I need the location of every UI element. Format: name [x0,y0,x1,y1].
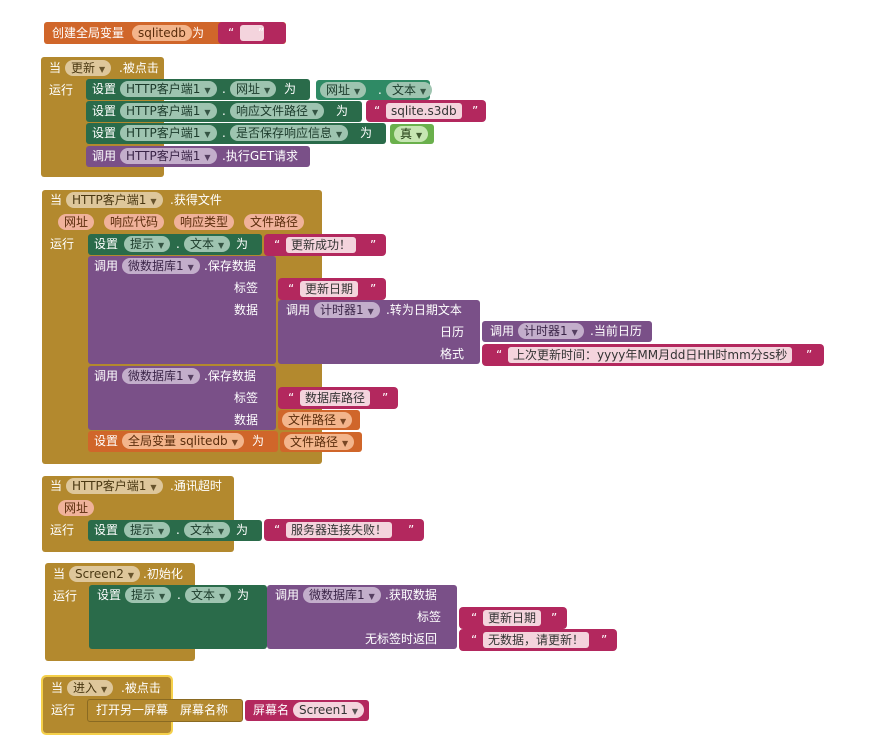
value-label: 数据 [234,303,259,317]
http-client-selector[interactable]: HTTP客户端1▼ [120,81,217,97]
get-file-path-block[interactable]: 文件路径▼ [278,410,360,430]
boolean-selector[interactable]: 真▼ [394,126,429,142]
file-path-variable[interactable]: 文件路径▼ [282,412,353,428]
event-name: .初始化 [143,567,183,581]
set-label-text-block[interactable]: 设置 提示▼ . 文本▼ 为 [88,234,262,255]
method-name: .转为日期文本 [386,303,462,317]
text-property-selector[interactable]: 文本▼ [184,522,231,538]
true-boolean-block[interactable]: 真▼ [390,124,434,144]
update-date-tag-literal[interactable]: “ 更新日期 ” [278,278,386,300]
method-name: .执行GET请求 [222,149,299,163]
event-name: .获得文件 [170,193,222,207]
param-file-path[interactable]: 文件路径 [244,214,305,230]
tinydb-selector[interactable]: 微数据库1▼ [122,368,200,384]
label-selector[interactable]: 提示▼ [125,587,172,603]
store-value-date-block[interactable]: 调用 微数据库1▼ .保存数据 标签 数据 [88,256,276,364]
open-another-screen-block[interactable]: 打开另一屏幕 屏幕名称 [87,699,243,722]
sqlite-filename-literal[interactable]: “ sqlite.s3db ” [366,100,486,122]
property-selector[interactable]: 响应文件路径▼ [230,103,325,119]
global-variable-block[interactable]: 创建全局变量 sqlitedb 为 “ ” [44,22,286,44]
event-name: .被点击 [121,681,161,695]
event-name: .被点击 [119,61,159,75]
call-get-request-block[interactable]: 调用 HTTP客户端1▼ .执行GET请求 [86,146,310,167]
success-text-literal[interactable]: “ 更新成功！ ” [264,234,386,256]
text-property-selector[interactable]: 文本▼ [386,82,433,98]
db-path-tag-value[interactable]: 数据库路径 [300,390,371,406]
global-variable-name[interactable]: sqlitedb [132,25,192,41]
method-name: .获取数据 [385,588,437,602]
date-pattern-value[interactable]: 上次更新时间：yyyy年MM月dd日HH时mm分ss秒 [508,347,793,363]
method-name: .保存数据 [204,369,256,383]
clock-selector[interactable]: 计时器1▼ [518,323,584,339]
clock-selector[interactable]: 计时器1▼ [314,302,380,318]
url-textbox-selector[interactable]: 网址▼ [320,82,367,98]
http-client-selector[interactable]: HTTP客户端1▼ [66,478,163,494]
set-label-text-block[interactable]: 设置 提示▼ . 文本▼ 为 [88,520,262,541]
format-date-call-block[interactable]: 调用 计时器1▼ .转为日期文本 日历 格式 [278,300,480,364]
text-property-selector[interactable]: 文本▼ [184,236,231,252]
db-path-tag-literal[interactable]: “ 数据库路径 ” [278,387,398,409]
get-file-path-block[interactable]: 文件路径▼ [280,432,362,452]
value-label: 数据 [234,413,259,427]
store-value-path-block[interactable]: 调用 微数据库1▼ .保存数据 标签 数据 [88,366,276,430]
update-date-tag-value[interactable]: 更新日期 [300,281,359,297]
http-client-selector[interactable]: HTTP客户端1▼ [120,148,217,164]
get-value-call-block[interactable]: 调用 微数据库1▼ .获取数据 标签 无标签时返回 [267,585,457,649]
set-label-text-block[interactable]: 设置 提示▼ . 文本▼ 为 [89,585,267,649]
param-response-type[interactable]: 响应类型 [174,214,235,230]
param-response-code[interactable]: 响应代码 [104,214,165,230]
failure-text-value[interactable]: 服务器连接失败！ [286,522,393,538]
global-variable-selector[interactable]: 全局变量 sqlitedb▼ [122,433,244,449]
date-pattern-literal[interactable]: “ 上次更新时间：yyyy年MM月dd日HH时mm分ss秒 ” [482,344,824,366]
text-property-selector[interactable]: 文本▼ [185,587,232,603]
tag-label: 标签 [234,281,259,295]
value-if-tag-not-there-label: 无标签时返回 [365,632,438,646]
open-another-screen-label: 打开另一屏幕 [96,703,169,717]
label-selector[interactable]: 提示▼ [124,522,171,538]
set-global-sqlitedb-block[interactable]: 设置 全局变量 sqlitedb▼ 为 [88,431,278,452]
tag-label: 标签 [417,610,442,624]
http-client-selector[interactable]: HTTP客户端1▼ [120,103,217,119]
label-selector[interactable]: 提示▼ [124,236,171,252]
http-client-selector[interactable]: HTTP客户端1▼ [66,192,163,208]
create-global-label: 创建全局变量 [52,26,125,40]
as-label: 为 [192,26,205,40]
set-response-path-block[interactable]: 设置 HTTP客户端1▼ . 响应文件路径▼ 为 [86,101,362,122]
failure-text-literal[interactable]: “ 服务器连接失败！ ” [264,519,424,541]
empty-string-value[interactable] [240,25,264,41]
http-client-selector[interactable]: HTTP客户端1▼ [120,125,217,141]
param-url[interactable]: 网址 [58,500,95,516]
screen-name-selector[interactable]: Screen1▼ [293,702,365,718]
enter-button-selector[interactable]: 进入▼ [67,680,114,696]
update-button-selector[interactable]: 更新▼ [65,60,112,76]
sqlite-filename-value[interactable]: sqlite.s3db [386,103,462,119]
url-textbox-getter[interactable]: 网址▼ . 文本▼ [316,80,433,100]
screen-selector[interactable]: Screen2▼ [69,566,141,582]
method-name: .保存数据 [204,259,256,273]
update-date-tag-literal[interactable]: “ 更新日期 ” [459,607,567,629]
event-name: .通讯超时 [170,479,222,493]
param-url[interactable]: 网址 [58,214,95,230]
empty-string-literal[interactable]: “ ” [218,22,286,44]
screen-name-label: 屏幕名称 [180,703,229,717]
set-http-url-block[interactable]: 设置 HTTP客户端1▼ . 网址▼ 为 [86,79,310,100]
pattern-label: 格式 [440,347,465,361]
no-data-text-literal[interactable]: “ 无数据，请更新！ ” [459,629,617,651]
property-selector[interactable]: 是否保存响应信息▼ [230,125,349,141]
screen-name-prefix: 屏幕名 [253,703,290,717]
tag-label: 标签 [234,391,259,405]
set-save-response-block[interactable]: 设置 HTTP客户端1▼ . 是否保存响应信息▼ 为 [86,123,386,144]
success-text-value[interactable]: 更新成功！ [286,237,357,253]
property-selector[interactable]: 网址▼ [230,81,277,97]
method-name: .当前日历 [590,324,642,338]
update-date-tag-value[interactable]: 更新日期 [483,610,542,626]
no-data-text-value[interactable]: 无数据，请更新！ [483,632,590,648]
tinydb-selector[interactable]: 微数据库1▼ [122,258,200,274]
screen-names-block[interactable]: 屏幕名 Screen1▼ [245,700,369,721]
file-path-variable[interactable]: 文件路径▼ [284,434,355,450]
now-call-block[interactable]: 调用 计时器1▼ .当前日历 [482,321,652,342]
calendar-label: 日历 [440,325,465,339]
tinydb-selector[interactable]: 微数据库1▼ [303,587,381,603]
